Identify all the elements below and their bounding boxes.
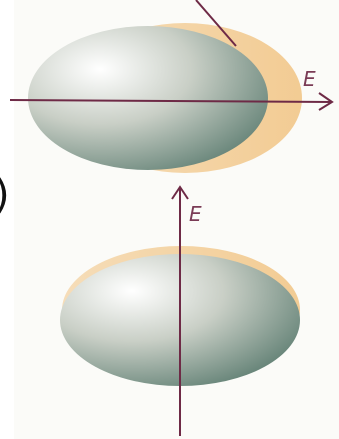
bottom-field-label: E [189,202,202,226]
parenthesis-glyph: ) [0,172,10,218]
top-field-label: E [303,67,316,91]
top-molecule [28,26,268,170]
